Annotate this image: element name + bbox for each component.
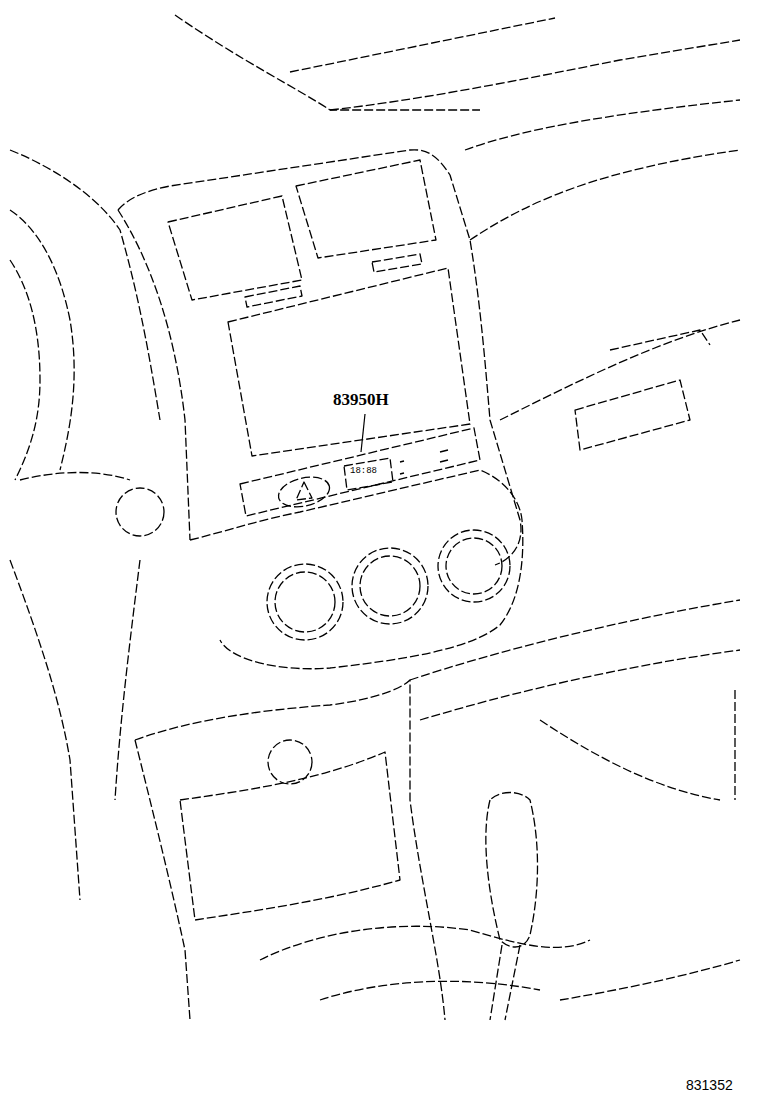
round-vent — [275, 572, 335, 632]
center-cluster-outline — [118, 150, 521, 565]
vent-tab — [245, 286, 302, 307]
door-edge — [734, 690, 735, 800]
lower-console — [135, 680, 445, 1020]
clock-display — [344, 458, 393, 490]
callout-number: 83950H — [331, 391, 391, 410]
leader-line — [361, 414, 365, 452]
floor-line — [560, 960, 740, 1000]
dash-lower-edge — [115, 560, 140, 800]
steering-wheel — [10, 210, 74, 470]
console-pocket — [180, 752, 400, 920]
dashed-outlines — [10, 15, 740, 1020]
shifter-bezel — [320, 981, 540, 1000]
dash-edge — [470, 150, 740, 240]
lower-bezel — [190, 470, 523, 669]
upper-vent — [296, 160, 436, 258]
round-vent — [446, 538, 502, 594]
switch-panel — [240, 428, 480, 516]
catalog-number: 831352 — [684, 1078, 735, 1093]
steering-spoke — [20, 473, 130, 481]
dash-edge — [465, 100, 740, 150]
glovebox-latch — [575, 380, 690, 450]
dash-top-line — [330, 40, 740, 110]
windshield-line — [290, 18, 555, 72]
display-screen — [228, 268, 470, 456]
glovebox-handle — [610, 330, 710, 350]
round-vent — [360, 556, 420, 616]
dash-edge — [500, 320, 740, 420]
shift-lever — [490, 945, 520, 1020]
steering-wheel — [10, 260, 40, 480]
hazard-symbol — [296, 482, 312, 500]
meter-hood — [10, 150, 160, 420]
clock-digits: 18:88 — [350, 467, 377, 477]
center-cluster-outline — [118, 210, 190, 540]
side-vent — [116, 488, 164, 536]
switch-marks — [400, 450, 448, 474]
glovebox-lower — [420, 650, 740, 720]
floor-line — [540, 720, 720, 800]
upper-vent — [168, 196, 302, 300]
dash-top-line — [175, 15, 480, 110]
lower-console — [135, 740, 190, 1020]
hazard-button — [276, 473, 333, 512]
vent-tab — [372, 254, 422, 272]
round-vent — [438, 530, 510, 602]
steering-column — [10, 560, 80, 900]
shift-knob — [486, 793, 538, 947]
round-vent — [352, 548, 428, 624]
glovebox-lower — [410, 600, 740, 680]
round-vent — [267, 564, 343, 640]
shifter-bezel — [260, 926, 590, 960]
